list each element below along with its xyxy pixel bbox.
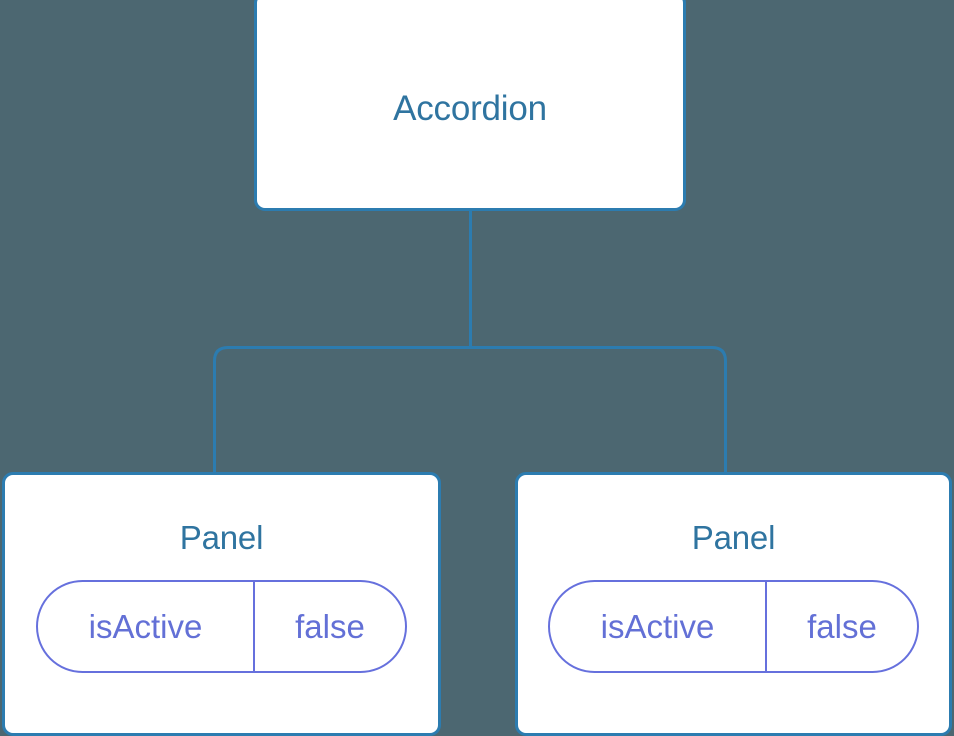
node-panel-left[interactable]: Panel isActive false bbox=[2, 472, 441, 736]
prop-name-isactive-left: isActive bbox=[88, 608, 203, 645]
prop-name-isactive-right: isActive bbox=[600, 608, 715, 645]
prop-pill-right[interactable]: isActive false bbox=[548, 580, 919, 673]
connector-branch-right bbox=[470, 346, 727, 474]
node-accordion-title: Accordion bbox=[393, 89, 547, 128]
node-panel-right[interactable]: Panel isActive false bbox=[515, 472, 952, 736]
node-panel-right-title: Panel bbox=[691, 519, 776, 556]
prop-pill-left[interactable]: isActive false bbox=[36, 580, 407, 673]
node-panel-left-title: Panel bbox=[179, 519, 264, 556]
prop-value-isactive-right: false bbox=[765, 582, 917, 671]
node-accordion[interactable]: Accordion bbox=[254, 0, 686, 211]
connector-branch-left bbox=[213, 346, 471, 474]
prop-value-isactive-left: false bbox=[253, 582, 405, 671]
